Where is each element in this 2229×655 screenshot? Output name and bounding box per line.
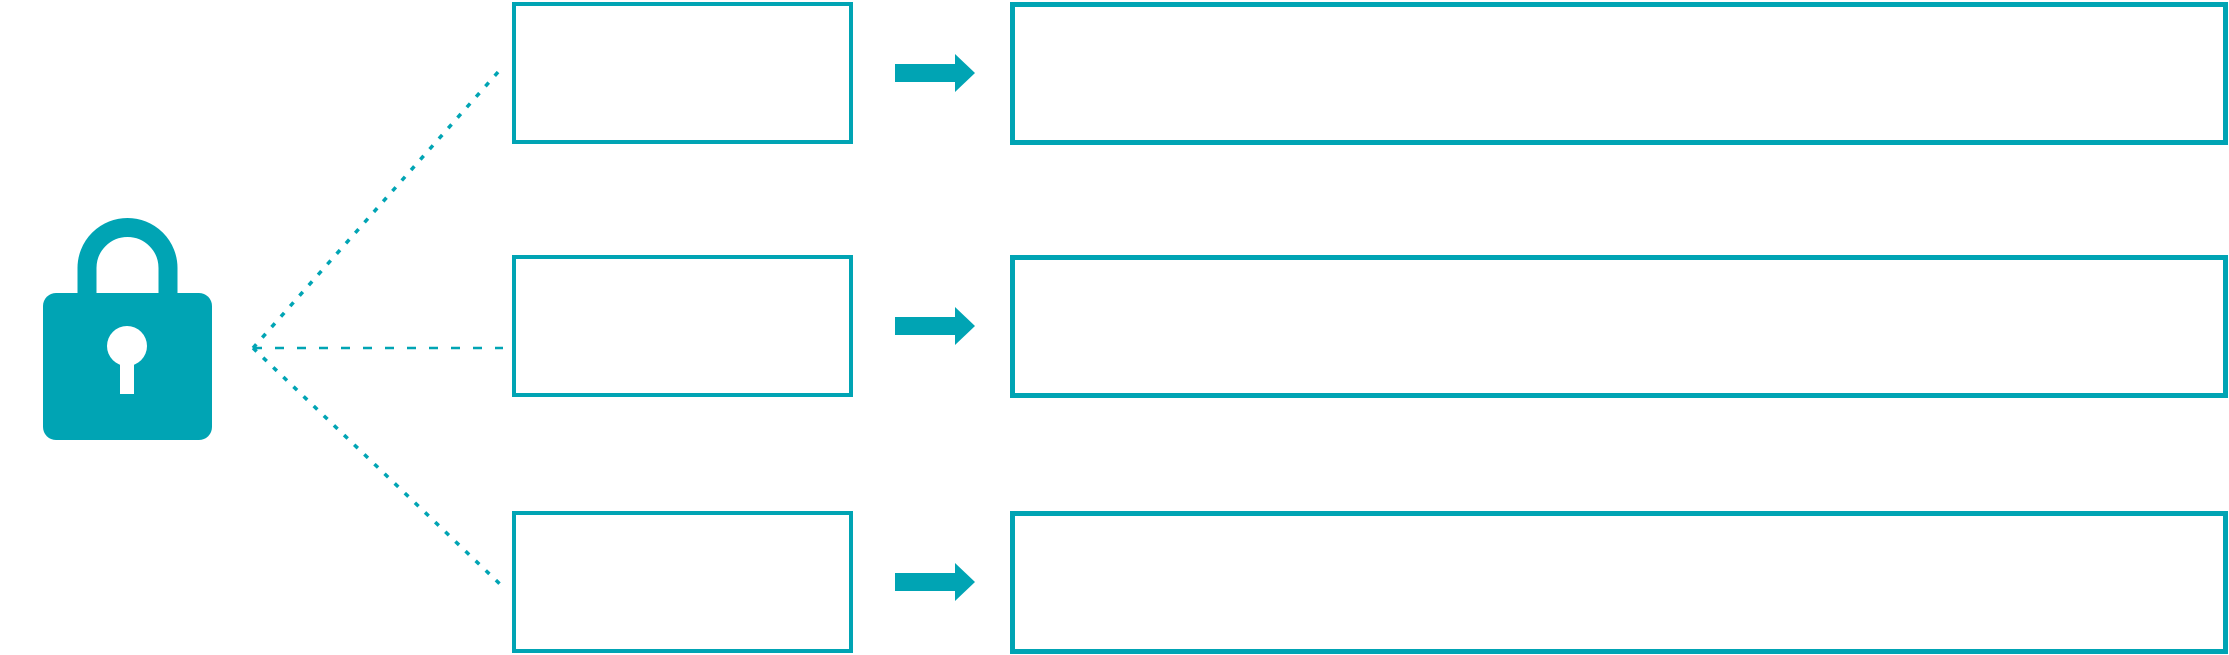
lock-keyhole-stem: [120, 346, 134, 394]
category-box-2: [512, 255, 853, 397]
lock-icon: [43, 218, 212, 440]
description-box-1: [1010, 2, 2228, 145]
lock-shackle: [77, 218, 178, 300]
right-arrow-icon: [895, 307, 975, 345]
description-box-2: [1010, 255, 2228, 398]
right-arrow-icon: [895, 563, 975, 601]
dotted-connector-bottom: [251, 346, 504, 588]
description-box-3: [1010, 511, 2228, 654]
right-arrow-icon: [895, 54, 975, 92]
category-box-3: [512, 511, 853, 653]
category-box-1: [512, 2, 853, 144]
dotted-connector-top: [251, 69, 501, 350]
